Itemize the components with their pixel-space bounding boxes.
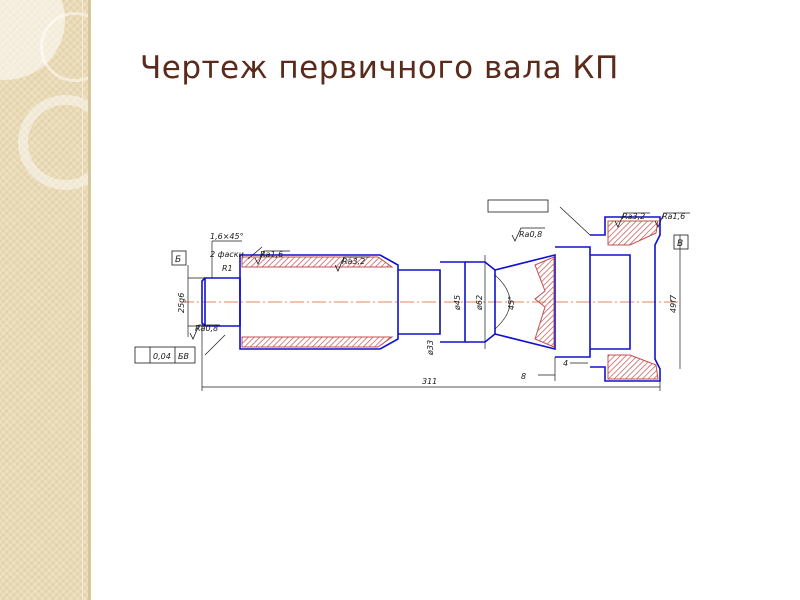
chamfer-note-label: 2 фаски [210, 250, 244, 259]
roughness-label: Ra3,2 [622, 212, 645, 221]
dimension-label: 4 [563, 359, 568, 368]
tolerance-datum: БВ [178, 352, 189, 361]
dimension-lines [187, 206, 681, 391]
spline-hatch-bottom [241, 336, 394, 348]
roughness-label: Ra1,6 [260, 250, 283, 259]
spline-hatch-top [241, 256, 394, 268]
hatched-sections [241, 220, 659, 380]
tolerance-value: 0,04 [153, 352, 171, 361]
datum-label: Б [175, 255, 181, 265]
roughness-label: Ra1,6 [662, 212, 685, 221]
shaft-drawing: 1,6×45° 2 фаски R1 Ra1,6 Ra3,2 Ra0,8 Ra3… [134, 199, 690, 391]
flange-hatch-top [607, 220, 659, 246]
dimension-label: 49f7 [669, 294, 678, 313]
annotation-frames [134, 199, 689, 364]
flange-hatch-bottom [607, 354, 659, 380]
decorative-ring [40, 12, 88, 82]
roughness-label: Ra0,8 [519, 230, 542, 239]
gear-hatch [534, 256, 555, 348]
slide-title: Чертеж первичного вала КП [140, 50, 619, 86]
dimension-label: 311 [422, 377, 437, 386]
decorative-side-strip [0, 0, 88, 600]
roughness-marks [189, 212, 690, 340]
dimension-label: ø62 [475, 295, 484, 311]
decorative-ring [18, 95, 88, 190]
dimension-label: 25g6 [177, 293, 186, 313]
shaft-outline [201, 216, 661, 382]
decorative-line [82, 0, 83, 600]
roughness-label: Ra3,2 [342, 257, 365, 266]
dimension-label: ø45 [453, 295, 462, 311]
dimension-label: ø33 [426, 340, 435, 356]
side-strip-edge [88, 0, 91, 600]
roughness-label: Ra0,8 [195, 324, 218, 333]
radius-label: R1 [222, 264, 233, 273]
datum-label: В [677, 239, 683, 249]
dimension-label: 45° [507, 296, 516, 310]
dimension-label: 8 [521, 372, 526, 381]
chamfer-size-label: 1,6×45° [210, 232, 244, 241]
